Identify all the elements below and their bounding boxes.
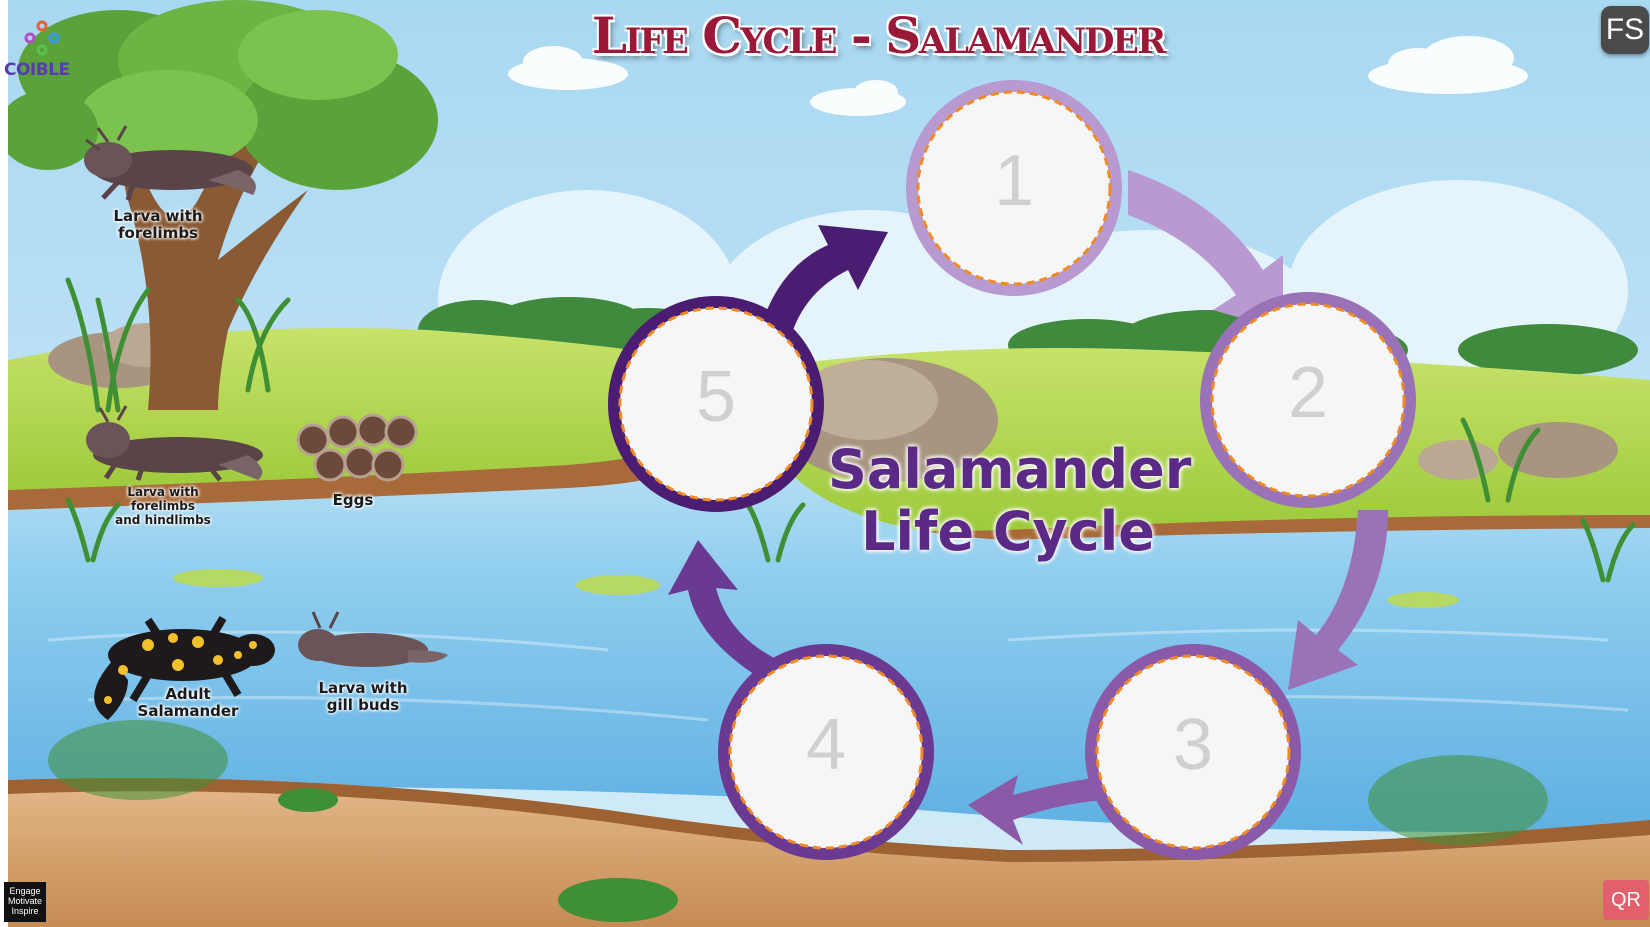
- slot-4[interactable]: [718, 644, 934, 860]
- slot-5[interactable]: [608, 296, 824, 512]
- game-stage: Life Cycle - Salamander COIBLE Larva wit…: [4, 0, 1650, 927]
- card-larva-gill-buds[interactable]: [298, 611, 448, 667]
- center-title-line1: Salamander: [828, 438, 1192, 501]
- lily-pads: [173, 569, 1459, 608]
- arrow-4-to-5: [668, 540, 778, 680]
- fullscreen-button[interactable]: FS: [1601, 6, 1649, 54]
- arrow-5-to-1: [763, 225, 888, 330]
- tree: [8, 0, 438, 410]
- arrow-2-to-3: [1288, 510, 1388, 690]
- card-eggs[interactable]: [296, 413, 418, 482]
- slot-3[interactable]: [1085, 644, 1301, 860]
- card-larva-fore-hind[interactable]: [86, 405, 263, 482]
- center-title-line2: Life Cycle: [861, 500, 1155, 563]
- slot-1[interactable]: [906, 80, 1122, 296]
- slot-4-number: 4: [805, 705, 847, 785]
- qr-button[interactable]: QR: [1603, 880, 1649, 920]
- logo-icon: [24, 20, 60, 56]
- cycle-diagram: [84, 80, 1416, 860]
- slot-3-number: 3: [1172, 705, 1214, 785]
- arrow-1-to-2: [1128, 170, 1283, 330]
- arrow-3-to-4: [968, 775, 1118, 845]
- bushes: [48, 720, 1548, 922]
- logo-text: COIBLE: [4, 60, 70, 80]
- slot-1-number: 1: [993, 141, 1035, 221]
- card-adult-salamander[interactable]: [94, 615, 275, 720]
- slot-5-number: 5: [695, 357, 737, 437]
- card-larva-forelimbs[interactable]: [84, 125, 256, 201]
- page-title: Life Cycle - Salamander: [591, 6, 1166, 65]
- slot-2[interactable]: [1200, 292, 1416, 508]
- clouds: [508, 36, 1528, 116]
- slot-2-number: 2: [1287, 353, 1329, 433]
- reeds: [65, 277, 1636, 583]
- card-label-eggs: Eggs: [332, 491, 374, 509]
